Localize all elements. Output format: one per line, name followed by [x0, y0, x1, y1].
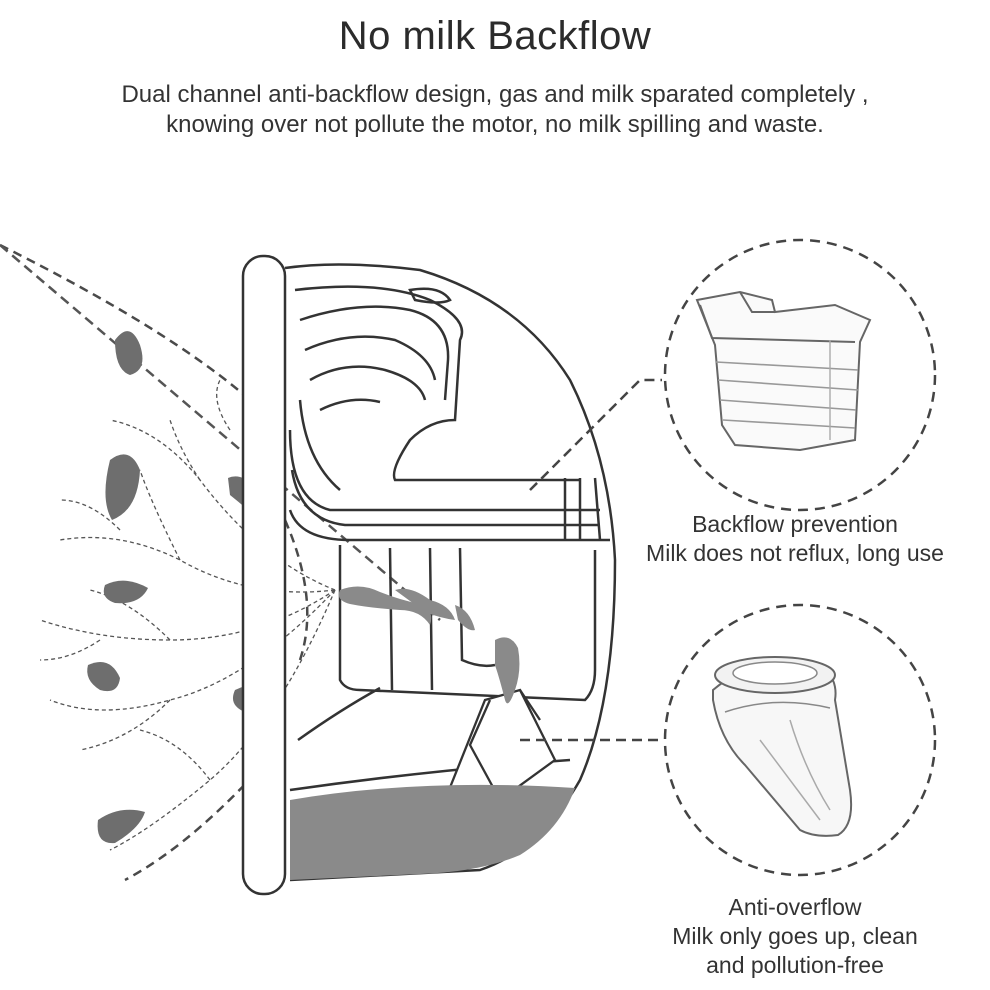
- milk-pool: [290, 784, 575, 880]
- callout-title-backflow: Backflow prevention: [692, 511, 898, 537]
- callout-caption-backflow: Backflow prevention Milk does not reflux…: [600, 510, 990, 568]
- callout-desc-antioverflow-2: and pollution-free: [706, 952, 884, 978]
- duckbill-valve-icon: [712, 656, 853, 837]
- callout-circle-backflow: [663, 238, 937, 512]
- subtitle-line-1: Dual channel anti-backflow design, gas a…: [121, 81, 869, 108]
- leader-line-top: [529, 378, 662, 491]
- callout-desc-antioverflow-1: Milk only goes up, clean: [672, 923, 918, 949]
- inner-duckbill-valve: [443, 688, 557, 802]
- milk-flow-stream: [338, 586, 520, 704]
- diagonal-dashed-line: [0, 244, 441, 621]
- page-subtitle: Dual channel anti-backflow design, gas a…: [30, 80, 960, 140]
- backflow-valve-icon: [695, 290, 872, 452]
- callout-circle-antioverflow: [663, 603, 937, 877]
- subtitle-line-2: knowing over not pollute the motor, no m…: [166, 111, 824, 138]
- callout-title-antioverflow: Anti-overflow: [728, 894, 862, 920]
- page-title: No milk Backflow: [338, 14, 652, 58]
- pump-shield-plate: [241, 254, 287, 896]
- callout-desc-backflow: Milk does not reflux, long use: [646, 540, 944, 566]
- milk-ducts: [39, 379, 336, 851]
- callout-caption-antioverflow: Anti-overflow Milk only goes up, clean a…: [610, 893, 980, 980]
- pump-channels: [288, 285, 610, 542]
